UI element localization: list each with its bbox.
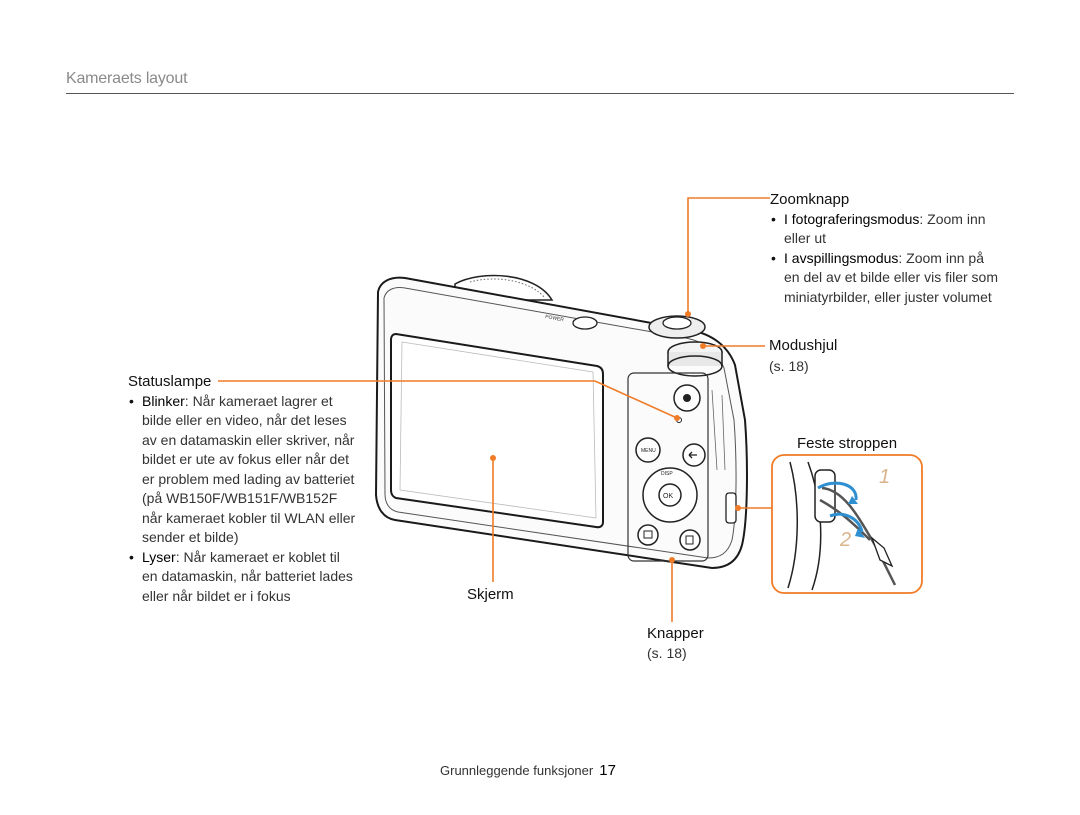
mode-dial-label: Modushjul <box>769 337 838 354</box>
footer-section-name: Grunnleggende funksjoner <box>440 763 594 778</box>
section-title: Kameraets layout <box>66 70 188 87</box>
svg-text:OK: OK <box>663 493 673 500</box>
zoom-button-description: Zoomknapp I fotograferingsmodus: Zoom in… <box>770 190 1020 307</box>
screen-label: Skjerm <box>467 586 514 603</box>
mode-dial-ref: (s. 18) <box>769 358 809 374</box>
status-lamp-heading: Statuslampe <box>128 373 212 390</box>
svg-text:MENU: MENU <box>641 448 656 454</box>
buttons-ref: (s. 18) <box>647 645 687 661</box>
strap-heading: Feste stroppen <box>797 435 898 452</box>
page-footer: Grunnleggende funksjoner 17 <box>440 762 616 779</box>
title-divider <box>66 93 1014 94</box>
zoom-heading: Zoomknapp <box>770 191 850 208</box>
page-number: 17 <box>599 762 616 779</box>
svg-text:DISP: DISP <box>661 471 673 477</box>
strap-step-1: 1 <box>879 466 890 488</box>
strap-inset-frame <box>771 454 923 594</box>
strap-step-2: 2 <box>839 529 851 551</box>
power-label: POWER <box>545 314 565 323</box>
buttons-label: Knapper <box>647 625 704 642</box>
status-lamp-description: Statuslampe Blinker: Når kameraet lagrer… <box>128 372 360 606</box>
